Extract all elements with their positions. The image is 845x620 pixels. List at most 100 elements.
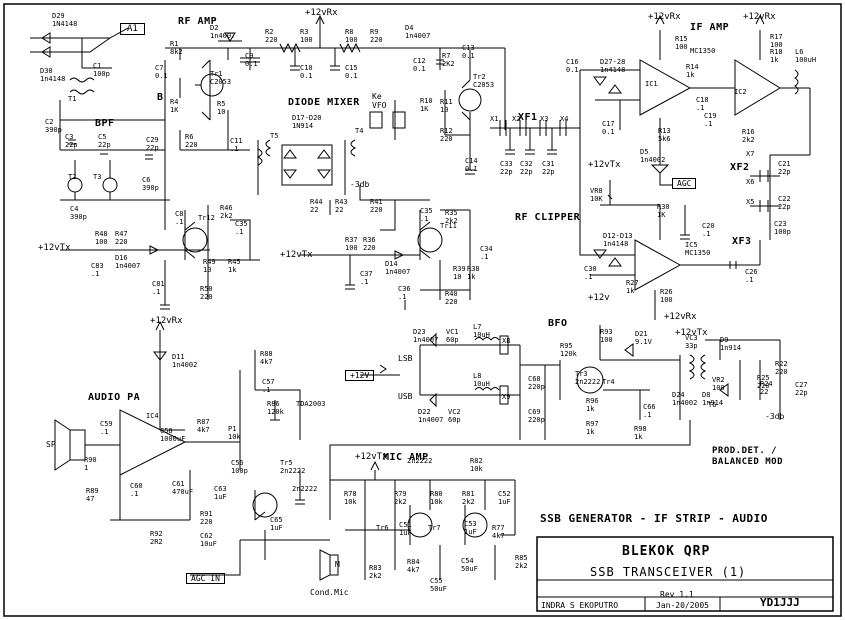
- component-label: R27 1k: [626, 279, 639, 295]
- component-label: VR8 10K: [590, 187, 603, 203]
- component-label: D8 1n914: [702, 391, 724, 407]
- component-label: R8 100: [345, 28, 358, 44]
- component-label: C58 1000uF: [160, 427, 186, 443]
- component-label: C10 0.1: [300, 64, 313, 80]
- component-label: D21 9.1V: [635, 330, 652, 346]
- rail-12v: +12v: [588, 293, 610, 303]
- component-label: D12-D13 1n4148: [603, 232, 633, 248]
- section-audio-pa: AUDIO PA: [88, 392, 141, 403]
- component-label: C13 0.1: [462, 44, 475, 60]
- component-label: D16 1n4007: [115, 254, 141, 270]
- component-label: R96 1k: [586, 397, 599, 413]
- component-label: C16 0.1: [566, 58, 579, 74]
- rail-rx-3: +12vRx: [743, 12, 776, 22]
- component-label: C22 22p: [778, 195, 791, 211]
- component-label: R91 220: [200, 510, 213, 526]
- speaker-label: SP: [46, 440, 56, 449]
- node-b: B: [157, 92, 164, 103]
- component-label: C32 22p: [520, 160, 533, 176]
- component-label: C34 .1: [480, 245, 493, 261]
- component-label: C81 .1: [152, 280, 165, 296]
- component-label: R47 220: [115, 230, 128, 246]
- component-label: C59 .1: [100, 420, 113, 436]
- component-label: C11 .1: [230, 137, 243, 153]
- component-label: P1 10k: [228, 425, 241, 441]
- component-label: D22 1n4007: [418, 408, 444, 424]
- filter-xf2: XF2: [730, 162, 750, 173]
- project-title: BLEKOK QRP: [622, 544, 711, 559]
- component-label: X8: [502, 337, 511, 345]
- component-label: X4: [560, 115, 569, 123]
- component-label: C8 .1: [175, 210, 184, 226]
- component-label: R87 4k7: [197, 418, 210, 434]
- component-label: C83 .1: [91, 262, 104, 278]
- component-label: X7: [746, 150, 755, 158]
- cond-mic-label: Cond.Mic: [310, 588, 349, 597]
- component-label: R7 2K2: [442, 52, 455, 68]
- component-label: C35 .1: [420, 207, 433, 223]
- component-label: R9 220: [370, 28, 383, 44]
- component-label: L6 100uH: [795, 48, 817, 64]
- rail-rx-2: +12vRx: [648, 12, 681, 22]
- attenuation-label-a: -3db: [350, 180, 370, 189]
- component-label: R41 220: [370, 198, 383, 214]
- port-a1: A1: [120, 23, 145, 35]
- component-label: C68 220p: [528, 375, 545, 391]
- rail-rx-4: +12vRx: [150, 316, 183, 326]
- component-label: IC1: [645, 80, 658, 88]
- component-label: X2: [512, 115, 521, 123]
- component-label: R77 4k7: [492, 524, 505, 540]
- component-label: C56 100p: [231, 459, 248, 475]
- component-label: R6 220: [185, 133, 198, 149]
- rail-tx-2: +12vTx: [280, 250, 313, 260]
- component-label: R4 1K: [170, 98, 179, 114]
- component-label: C54 50uF: [461, 557, 478, 573]
- callsign: YD1JJJ: [760, 596, 800, 609]
- component-label: C18 .1: [696, 96, 709, 112]
- section-prod-det: PROD.DET. / BALANCED MOD: [712, 446, 784, 467]
- component-label: Tr12: [198, 214, 215, 222]
- component-label: D27-28 1n4148: [600, 58, 626, 74]
- component-label: R38 1k: [467, 265, 480, 281]
- section-bfo: BFO: [548, 318, 568, 329]
- attenuation-label-b: -3db: [765, 412, 785, 421]
- component-label: R78 10k: [344, 490, 357, 506]
- component-label: Tr7: [428, 524, 441, 532]
- component-label: R25 220: [757, 374, 770, 390]
- component-label: C60 .1: [130, 482, 143, 498]
- component-label: R36 220: [363, 236, 376, 252]
- usb-label: USB: [398, 392, 413, 401]
- component-label: T2: [68, 173, 77, 181]
- component-label: C52 1uF: [498, 490, 511, 506]
- component-label: C65 1uF: [270, 516, 283, 532]
- component-label: T4: [355, 127, 364, 135]
- component-label: Tr4: [602, 378, 615, 386]
- component-label: R17 100: [770, 33, 783, 49]
- component-label: R81 2k2: [462, 490, 475, 506]
- component-label: Tr6: [376, 524, 389, 532]
- component-label: C61 470uF: [172, 480, 194, 496]
- schematic-subtitle: SSB TRANSCEIVER (1): [590, 565, 747, 579]
- component-label: R90 1: [84, 456, 97, 472]
- component-label: 2n2222: [292, 485, 318, 493]
- component-label: C53 1uF: [464, 520, 477, 536]
- component-label: C36 .1: [398, 285, 411, 301]
- port-agc: AGC: [672, 178, 697, 189]
- component-label: R2 220: [265, 28, 278, 44]
- section-rf-clipper: RF CLIPPER: [515, 212, 581, 223]
- component-label: R44 22: [310, 198, 323, 214]
- sheet-title: SSB GENERATOR - IF STRIP - AUDIO: [540, 512, 768, 525]
- component-label: R22 220: [775, 360, 788, 376]
- component-label: R48 100: [95, 230, 108, 246]
- component-label: X6: [746, 178, 755, 186]
- component-label: IC4: [146, 412, 159, 420]
- component-label: Tr5 2n2222: [280, 459, 306, 475]
- component-label: R24 22: [760, 380, 773, 396]
- component-label: R30 1K: [657, 203, 670, 219]
- component-label: R49 10: [203, 258, 216, 274]
- component-label: R11 10: [440, 98, 453, 114]
- rail-tx-5: +12vTx: [675, 328, 708, 338]
- vfo-input-label: Ke VFO: [372, 92, 387, 110]
- component-label: R10 1K: [420, 97, 433, 113]
